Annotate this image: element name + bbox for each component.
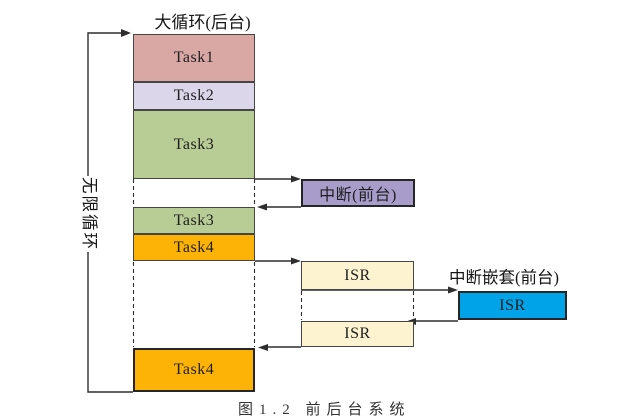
arrow-call-interrupt-head-icon: [291, 175, 301, 183]
interrupt-block: 中断(前台): [301, 179, 415, 207]
arrow-return-to-task4-head-icon: [258, 344, 268, 351]
figure-caption: 图1.2 前后台系统: [238, 402, 411, 418]
arrow-call-isr-head-icon: [291, 257, 301, 265]
isr-label: ISR: [344, 266, 371, 284]
task4-label: Task4: [173, 238, 215, 256]
connector-lines-layer: [87, 29, 458, 393]
isr-label: ISR: [344, 325, 371, 342]
task1-block: Task1: [133, 34, 255, 82]
task3-block-second: Task3: [133, 207, 255, 234]
loop-arrowhead-icon: [121, 29, 131, 37]
interrupt-label: 中断(前台): [319, 187, 397, 204]
task4-block-first: Task4: [133, 234, 255, 261]
nested-interrupt-label: 中断嵌套(前台): [449, 268, 559, 287]
nested-isr-block: ISR: [458, 291, 567, 320]
task2-block: Task2: [133, 82, 255, 110]
nested-isr-label: ISR: [499, 296, 526, 314]
foreground-background-system-diagram: 大循环(后台) 无限循环 中断嵌套(前台) 图1.2 前后台系统 Task1 T…: [77, 13, 567, 418]
task1-label: Task1: [173, 49, 215, 66]
isr-block-second: ISR: [301, 321, 414, 347]
isr-block-first: ISR: [301, 261, 414, 290]
task4-label: Task4: [173, 361, 215, 378]
task3-block-first: Task3: [133, 110, 255, 179]
task4-block-second: Task4: [133, 348, 255, 392]
task3-label: Task3: [173, 211, 215, 229]
arrow-return-interrupt-head-icon: [257, 203, 267, 211]
big-loop-title: 大循环(后台): [154, 13, 251, 32]
infinite-loop-label: 无限循环: [77, 176, 105, 252]
arrow-call-nested-isr-head-icon: [448, 286, 458, 294]
task2-label: Task2: [173, 87, 215, 104]
task3-label: Task3: [173, 135, 215, 153]
